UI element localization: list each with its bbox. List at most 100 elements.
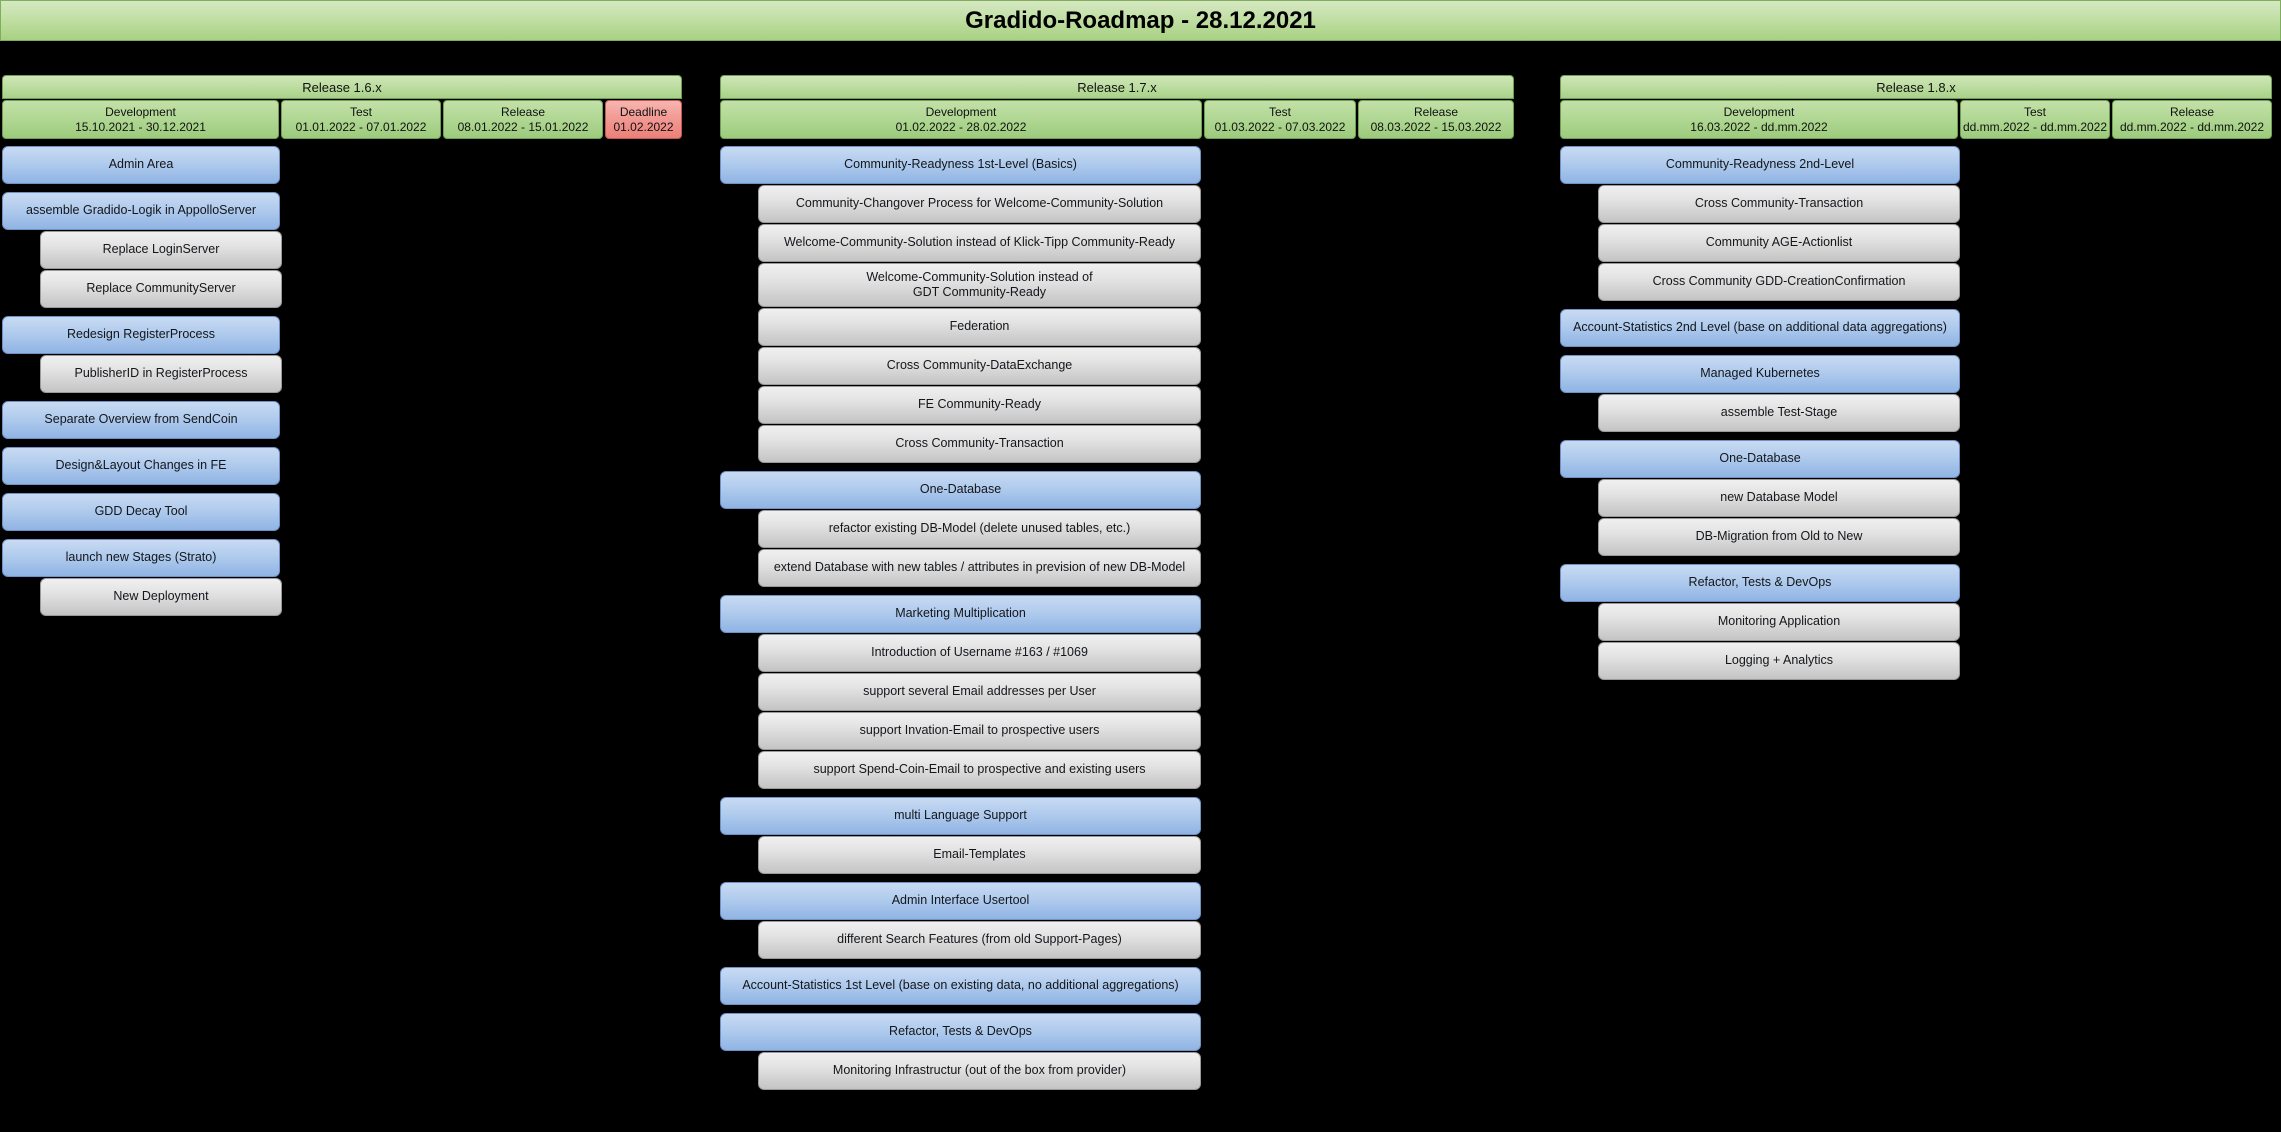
task-epic[interactable]: GDD Decay Tool (2, 493, 280, 531)
task-label: new Database Model (1720, 490, 1838, 505)
phase-label: Deadline (619, 104, 668, 119)
task-epic[interactable]: Community-Readyness 1st-Level (Basics) (720, 146, 1201, 184)
release-title-label: Release 1.7.x (1077, 79, 1157, 95)
phase-dates: 01.03.2022 - 07.03.2022 (1214, 119, 1346, 134)
task-list: Community-Readyness 1st-Level (Basics) Co… (720, 146, 1520, 1090)
phase-dates: 01.02.2022 - 28.02.2022 (895, 119, 1027, 134)
task-epic[interactable]: One-Database (1560, 440, 1960, 478)
task-sub[interactable]: Cross Community-Transaction (758, 425, 1201, 463)
task-epic[interactable]: assemble Gradido-Logik in AppolloServer (2, 192, 280, 230)
task-label: support Spend-Coin-Email to prospective … (813, 762, 1146, 777)
task-sub[interactable]: PublisherID in RegisterProcess (40, 355, 282, 393)
page-title-bar: Gradido-Roadmap - 28.12.2021 (0, 0, 2281, 41)
task-sub[interactable]: Cross Community-Transaction (1598, 185, 1960, 223)
task-label: Refactor, Tests & DevOps (1688, 575, 1832, 590)
task-label: different Search Features (from old Supp… (837, 932, 1122, 947)
task-label: Community AGE-Actionlist (1705, 235, 1853, 250)
release-title: Release 1.7.x (720, 75, 1514, 99)
task-sub[interactable]: Federation (758, 308, 1201, 346)
phase-dates: 15.10.2021 - 30.12.2021 (75, 119, 206, 134)
task-label: One-Database (919, 482, 1002, 497)
task-sub[interactable]: Monitoring Application (1598, 603, 1960, 641)
task-label: Cross Community-Transaction (1694, 196, 1864, 211)
task-sub[interactable]: extend Database with new tables / attrib… (758, 549, 1201, 587)
task-sub[interactable]: Welcome-Community-Solution instead of Kl… (758, 224, 1201, 262)
phase-label: Development (1723, 104, 1795, 119)
task-sub[interactable]: Logging + Analytics (1598, 642, 1960, 680)
task-label: Separate Overview from SendCoin (44, 412, 238, 427)
task-epic[interactable]: Marketing Multiplication (720, 595, 1201, 633)
task-sub[interactable]: Cross Community-DataExchange (758, 347, 1201, 385)
phase-label: Release (500, 104, 546, 119)
release-title-label: Release 1.6.x (302, 79, 382, 95)
task-sub[interactable]: new Database Model (1598, 479, 1960, 517)
phase-label: Development (925, 104, 997, 119)
task-sub[interactable]: DB-Migration from Old to New (1598, 518, 1960, 556)
phase-dates: 01.02.2022 (613, 119, 674, 134)
task-label: Cross Community-DataExchange (886, 358, 1073, 373)
task-sub[interactable]: support Spend-Coin-Email to prospective … (758, 751, 1201, 789)
task-label: Community-Changover Process for Welcome-… (795, 196, 1164, 211)
task-sub[interactable]: assemble Test-Stage (1598, 394, 1960, 432)
task-label: Marketing Multiplication (895, 606, 1026, 621)
task-label: Email-Templates (933, 847, 1026, 862)
task-sub[interactable]: refactor existing DB-Model (delete unuse… (758, 510, 1201, 548)
task-label: launch new Stages (Strato) (65, 550, 217, 565)
task-sub[interactable]: support Invation-Email to prospective us… (758, 712, 1201, 750)
task-sub[interactable]: FE Community-Ready (758, 386, 1201, 424)
task-epic[interactable]: Admin Interface Usertool (720, 882, 1201, 920)
task-label: Monitoring Application (1717, 614, 1841, 629)
phase-label: Development (105, 104, 176, 119)
task-epic[interactable]: One-Database (720, 471, 1201, 509)
task-epic[interactable]: multi Language Support (720, 797, 1201, 835)
task-label: DB-Migration from Old to New (1695, 529, 1863, 544)
task-sub[interactable]: Email-Templates (758, 836, 1201, 874)
task-epic[interactable]: Separate Overview from SendCoin (2, 401, 280, 439)
task-sub[interactable]: Community AGE-Actionlist (1598, 224, 1960, 262)
task-epic[interactable]: Community-Readyness 2nd-Level (1560, 146, 1960, 184)
task-sub[interactable]: New Deployment (40, 578, 282, 616)
task-epic[interactable]: launch new Stages (Strato) (2, 539, 280, 577)
task-sub[interactable]: Replace CommunityServer (40, 270, 282, 308)
task-sub[interactable]: Monitoring Infrastructur (out of the box… (758, 1052, 1201, 1090)
task-epic[interactable]: Managed Kubernetes (1560, 355, 1960, 393)
phase-dates: dd.mm.2022 - dd.mm.2022 (1962, 119, 2108, 134)
phase-label: Test (349, 104, 372, 119)
task-label: One-Database (1719, 451, 1801, 466)
task-sub[interactable]: Replace LoginServer (40, 231, 282, 269)
task-epic[interactable]: Refactor, Tests & DevOps (720, 1013, 1201, 1051)
task-label: Cross Community GDD-CreationConfirmation (1652, 274, 1906, 289)
task-sub[interactable]: support several Email addresses per User (758, 673, 1201, 711)
task-epic[interactable]: Redesign RegisterProcess (2, 316, 280, 354)
task-epic[interactable]: Account-Statistics 1st Level (base on ex… (720, 967, 1201, 1005)
task-sub[interactable]: Community-Changover Process for Welcome-… (758, 185, 1201, 223)
task-sub[interactable]: Introduction of Username #163 / #1069 (758, 634, 1201, 672)
task-sub[interactable]: different Search Features (from old Supp… (758, 921, 1201, 959)
task-label: Account-Statistics 2nd Level (base on ad… (1573, 320, 1947, 335)
task-label: Admin Interface Usertool (891, 893, 1030, 908)
task-label: Federation (949, 319, 1010, 334)
phase-dates: 08.01.2022 - 15.01.2022 (457, 119, 589, 134)
task-epic[interactable]: Design&Layout Changes in FE (2, 447, 280, 485)
task-epic[interactable]: Refactor, Tests & DevOps (1560, 564, 1960, 602)
task-sub[interactable]: Cross Community GDD-CreationConfirmation (1598, 263, 1960, 301)
task-epic[interactable]: Account-Statistics 2nd Level (base on ad… (1560, 309, 1960, 347)
task-list: Admin Area assemble Gradido-Logik in Appo… (2, 146, 682, 616)
task-label: Logging + Analytics (1724, 653, 1834, 668)
task-epic[interactable]: Admin Area (2, 146, 280, 184)
task-label: Community-Readyness 2nd-Level (1665, 157, 1855, 172)
